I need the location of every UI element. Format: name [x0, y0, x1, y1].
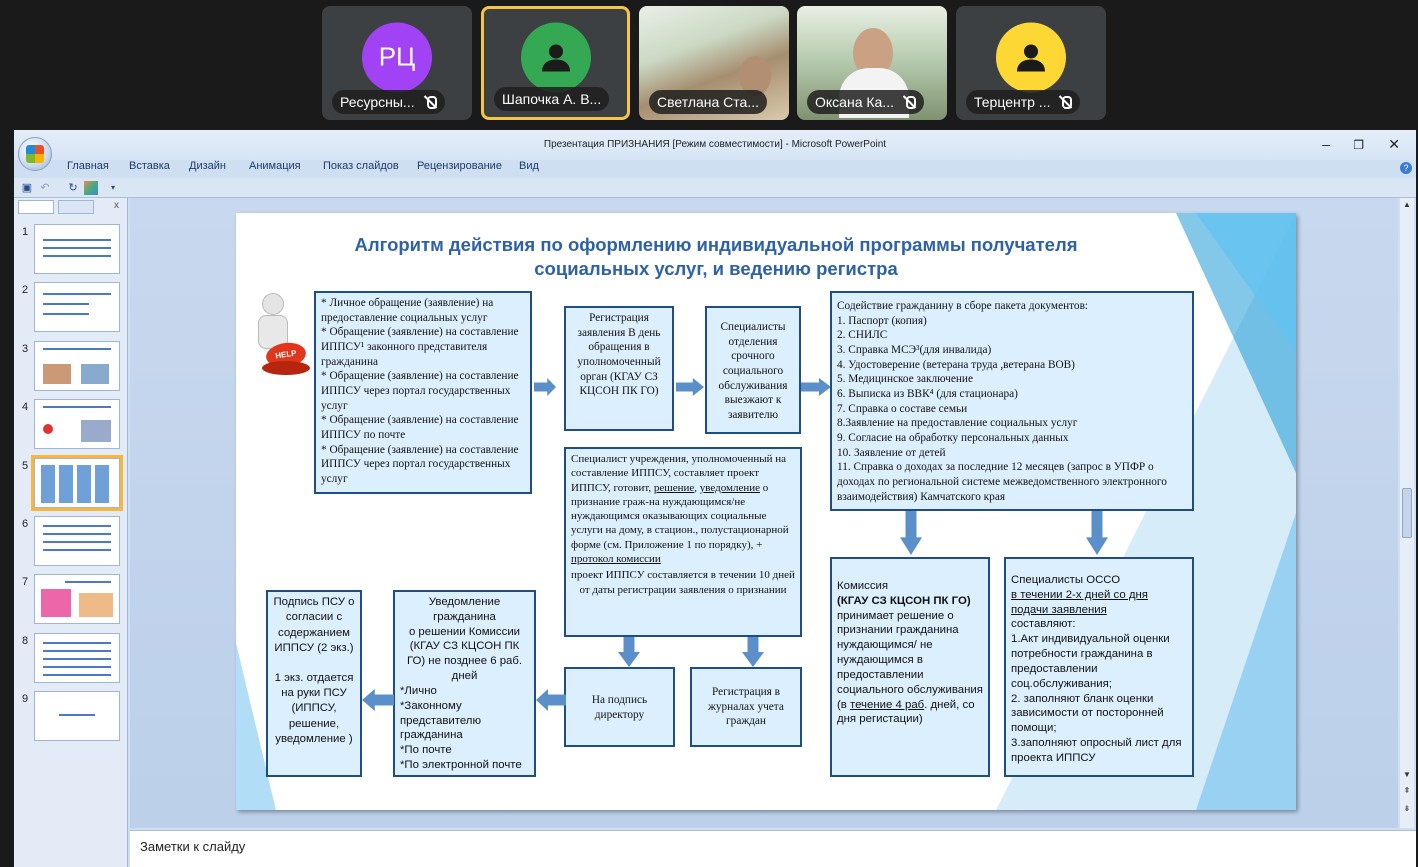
- registration-journals-box: Регистрация в журналах учета граждан: [690, 667, 802, 747]
- avatar: [996, 22, 1066, 93]
- slide-thumbnail-1[interactable]: [34, 224, 120, 274]
- tab-design[interactable]: Дизайн: [189, 160, 226, 172]
- participant-name: Терцентр ...: [966, 90, 1081, 114]
- scroll-down-icon[interactable]: ▼: [1403, 770, 1411, 779]
- mic-off-icon: [1058, 95, 1073, 109]
- person-icon: [1017, 44, 1045, 72]
- window-title: Презентация ПРИЗНАНИЯ [Режим совместимос…: [543, 139, 887, 150]
- notes-pane[interactable]: Заметки к слайду: [130, 830, 1416, 867]
- slide-thumbnail-9[interactable]: [34, 691, 120, 741]
- registration-box: Регистрация заявления В день обращения в…: [564, 306, 674, 431]
- slide-thumbnail-2[interactable]: [34, 282, 120, 332]
- participant-tile-4[interactable]: Оксана Ка...: [797, 6, 947, 120]
- applications-box: * Личное обращение (заявление) на предос…: [314, 291, 532, 494]
- tab-animation[interactable]: Анимация: [249, 160, 301, 172]
- next-slide-icon[interactable]: ⇟: [1403, 804, 1411, 813]
- close-button[interactable]: ✕: [1388, 136, 1400, 152]
- close-panel-icon[interactable]: x: [114, 200, 119, 211]
- tab-home[interactable]: Главная: [67, 160, 109, 172]
- help-figure-image: HELP: [248, 293, 310, 383]
- participant-name: Шапочка А. В...: [494, 87, 610, 111]
- powerpoint-window: Презентация ПРИЗНАНИЯ [Режим совместимос…: [14, 130, 1416, 867]
- avatar: РЦ: [362, 22, 432, 93]
- title-bar: Презентация ПРИЗНАНИЯ [Режим совместимос…: [14, 130, 1416, 160]
- arrow-down-icon: [742, 637, 764, 667]
- specialist-institution-box: Специалист учреждения, уполномоченный на…: [564, 447, 802, 637]
- arrow-right-icon: [676, 378, 704, 396]
- arrow-down-icon: [1086, 511, 1108, 555]
- slide-thumbnail-3[interactable]: [34, 341, 120, 391]
- notes-placeholder: Заметки к слайду: [140, 839, 246, 854]
- commission-box: Комиссия (КГАУ СЗ КЦСОН ПК ГО) принимает…: [830, 557, 990, 777]
- mic-off-icon: [423, 95, 437, 109]
- participant-tile-1[interactable]: РЦ Ресурсны...: [322, 6, 472, 120]
- quick-access-toolbar: ▣ ↶ ↻ ▾: [14, 178, 1416, 198]
- save-icon[interactable]: ▣: [21, 182, 33, 194]
- participant-name: Светлана Ста...: [649, 90, 767, 114]
- director-signature-box: На подпись директору: [564, 667, 675, 747]
- slide-thumbnail-8[interactable]: [34, 633, 120, 683]
- redo-icon[interactable]: ↻: [68, 182, 78, 194]
- slide-thumbnail-6[interactable]: [34, 516, 120, 566]
- vertical-scrollbar[interactable]: ▲ ▼ ⇞ ⇟: [1400, 198, 1414, 828]
- slide-editor[interactable]: Алгоритм действия по оформлению индивиду…: [130, 198, 1398, 828]
- slideshow-icon[interactable]: [84, 181, 98, 195]
- tab-outline[interactable]: [58, 200, 94, 214]
- undo-icon[interactable]: ↶: [40, 182, 50, 194]
- customize-toolbar-icon[interactable]: ▾: [110, 183, 115, 192]
- slide-canvas[interactable]: Алгоритм действия по оформлению индивиду…: [236, 213, 1296, 810]
- tab-view[interactable]: Вид: [519, 160, 539, 172]
- slide-thumbnail-4[interactable]: [34, 399, 120, 449]
- tab-insert[interactable]: Вставка: [129, 160, 170, 172]
- ribbon-tabs: Главная Вставка Дизайн Анимация Показ сл…: [14, 160, 1416, 178]
- tab-slides[interactable]: [18, 200, 54, 214]
- arrow-left-icon: [536, 689, 566, 711]
- slide-thumbnail-7[interactable]: [34, 574, 120, 624]
- person-icon: [541, 44, 570, 72]
- office-logo-icon: [26, 145, 44, 163]
- person-silhouette: [739, 56, 771, 96]
- mic-off-icon: [902, 95, 916, 109]
- restore-button[interactable]: ❐: [1353, 138, 1364, 152]
- participant-name: Оксана Ка...: [807, 90, 924, 114]
- documents-box: Содействие гражданину в сборе пакета док…: [830, 291, 1194, 511]
- office-button[interactable]: [18, 137, 52, 171]
- avatar-initials: РЦ: [378, 41, 416, 72]
- arrow-right-icon: [801, 378, 831, 396]
- participant-tile-5[interactable]: Терцентр ...: [956, 6, 1106, 120]
- arrow-right-icon: [534, 378, 556, 396]
- slide-title: Алгоритм действия по оформлению индивиду…: [354, 234, 1078, 279]
- prev-slide-icon[interactable]: ⇞: [1403, 786, 1411, 795]
- arrow-down-icon: [900, 511, 922, 555]
- slides-panel: x 1 2 3 4 5 6 7 8 9: [14, 198, 128, 867]
- arrow-down-icon: [618, 637, 640, 667]
- minimize-button[interactable]: –: [1322, 136, 1330, 152]
- avatar: [520, 22, 591, 93]
- participant-tile-2[interactable]: Шапочка А. В...: [481, 6, 630, 120]
- participant-name: Ресурсны...: [332, 90, 445, 114]
- scroll-thumb[interactable]: [1402, 488, 1412, 538]
- arrow-left-icon: [362, 689, 394, 711]
- scroll-up-icon[interactable]: ▲: [1403, 200, 1411, 209]
- help-icon[interactable]: ?: [1400, 162, 1412, 174]
- osso-specialists-box: Специалисты ОССО в течении 2-х дней со д…: [1004, 557, 1194, 777]
- notification-box: Уведомление гражданина о решении Комисси…: [393, 590, 536, 777]
- tab-slideshow[interactable]: Показ слайдов: [323, 160, 399, 172]
- tab-review[interactable]: Рецензирование: [417, 160, 502, 172]
- participant-tile-3[interactable]: Светлана Ста...: [639, 6, 789, 120]
- psu-signature-box: Подпись ПСУ о согласии с содержанием ИПП…: [266, 590, 362, 777]
- slide-thumbnail-5[interactable]: [31, 455, 123, 511]
- specialists-visit-box: Специалисты отделения срочного социально…: [705, 306, 801, 434]
